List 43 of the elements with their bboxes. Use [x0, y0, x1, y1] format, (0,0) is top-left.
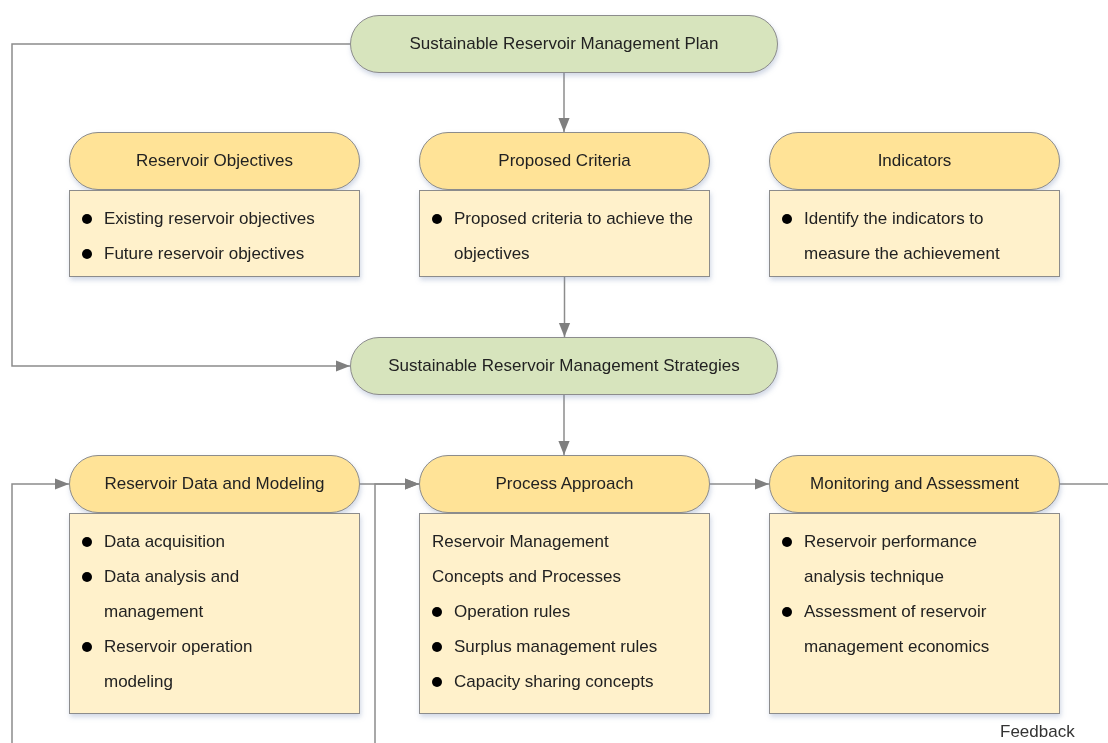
connector-arrow — [374, 478, 420, 743]
bullet-text: Operation rules — [454, 601, 571, 623]
header-text: Monitoring and Assessment — [810, 474, 1019, 494]
bullet-text: Data analysis and management — [104, 566, 241, 623]
bullet-text: Assessment of reservoir management economics — [804, 601, 991, 658]
rounded-header — [350, 15, 778, 73]
content-box — [419, 190, 710, 277]
connector-arrow — [11, 43, 351, 372]
bullet-text: Data acquisition — [104, 531, 225, 553]
connector-arrow — [558, 394, 570, 456]
content-box — [69, 190, 360, 277]
rounded-header — [69, 132, 360, 190]
bullet-text: Reservoir performance analysis technique — [804, 531, 978, 588]
connector-arrow — [709, 478, 770, 490]
bullet-text: Future reservoir objectives — [104, 243, 305, 265]
header-text: Proposed Criteria — [498, 151, 631, 171]
rounded-header — [769, 132, 1060, 190]
bullet-text: Capacity sharing concepts — [454, 671, 654, 693]
header-text: Indicators — [877, 151, 952, 171]
bullet-text: Identify the indicators to measure the achievement — [804, 208, 1001, 265]
bullet-text: Surplus management rules — [454, 636, 658, 658]
header-text: Process Approach — [495, 474, 634, 494]
note-text: Feedback — [1000, 722, 1075, 742]
bullet-text: Proposed criteria to achieve the objectives — [454, 208, 695, 265]
rounded-header — [350, 337, 778, 395]
header-text: Sustainable Reservoir Management Strategies — [388, 356, 740, 376]
connector-arrow — [558, 276, 571, 338]
content-box — [69, 513, 360, 714]
bullet-text: Existing reservoir objectives — [104, 208, 315, 230]
connector-arrow — [558, 72, 570, 133]
paragraph-text: Reservoir Management Concepts and Processes — [432, 531, 622, 588]
header-text: Reservoir Data and Modeling — [104, 474, 325, 494]
header-text: Sustainable Reservoir Management Plan — [409, 34, 719, 54]
bullet-text: Reservoir operation modeling — [104, 636, 254, 693]
rounded-header — [419, 132, 710, 190]
connector-arrow — [11, 478, 70, 743]
content-box — [769, 513, 1060, 714]
content-box — [419, 513, 710, 714]
header-text: Reservoir Objectives — [136, 151, 293, 171]
rounded-header — [769, 455, 1060, 513]
content-box — [769, 190, 1060, 277]
rounded-header — [419, 455, 710, 513]
rounded-header — [69, 455, 360, 513]
